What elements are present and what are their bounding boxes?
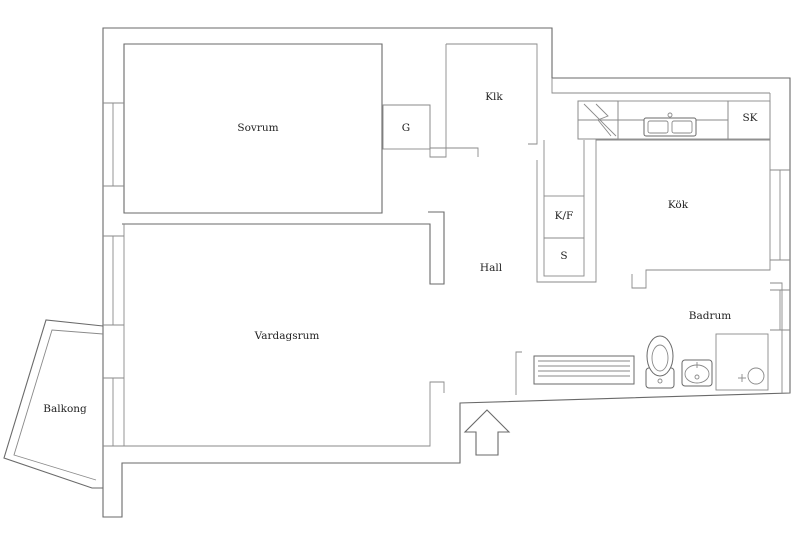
outer-walls — [102, 27, 791, 518]
windows-east — [770, 169, 790, 331]
room-label-balkong: Balkong — [43, 402, 87, 415]
room-label-badrum: Badrum — [688, 309, 732, 322]
room-label-klk: Klk — [485, 90, 503, 103]
washbasin-icon — [681, 359, 713, 387]
wardrobe-box — [382, 104, 431, 150]
balcony — [3, 319, 104, 489]
room-label-sovrum: Sovrum — [237, 121, 279, 134]
room-label-vardagsrum: Vardagsrum — [254, 329, 320, 342]
entrance-arrow-icon — [463, 409, 511, 456]
room-label-kok: Kök — [667, 198, 689, 211]
stove-icon — [577, 100, 619, 140]
radiator-icon — [533, 355, 635, 385]
inner-walls — [123, 43, 783, 447]
toilet-icon — [645, 335, 675, 389]
kitchen-units — [543, 140, 585, 277]
room-label-sk: SK — [742, 111, 758, 124]
room-label-hall: Hall — [479, 261, 503, 274]
room-label-s: S — [560, 249, 568, 262]
windows-west — [103, 102, 124, 447]
room-label-kf: K/F — [554, 209, 574, 222]
room-label-garderob: G — [401, 121, 411, 134]
kitchen-sink-icon — [643, 112, 697, 137]
shower-icon — [715, 333, 769, 391]
